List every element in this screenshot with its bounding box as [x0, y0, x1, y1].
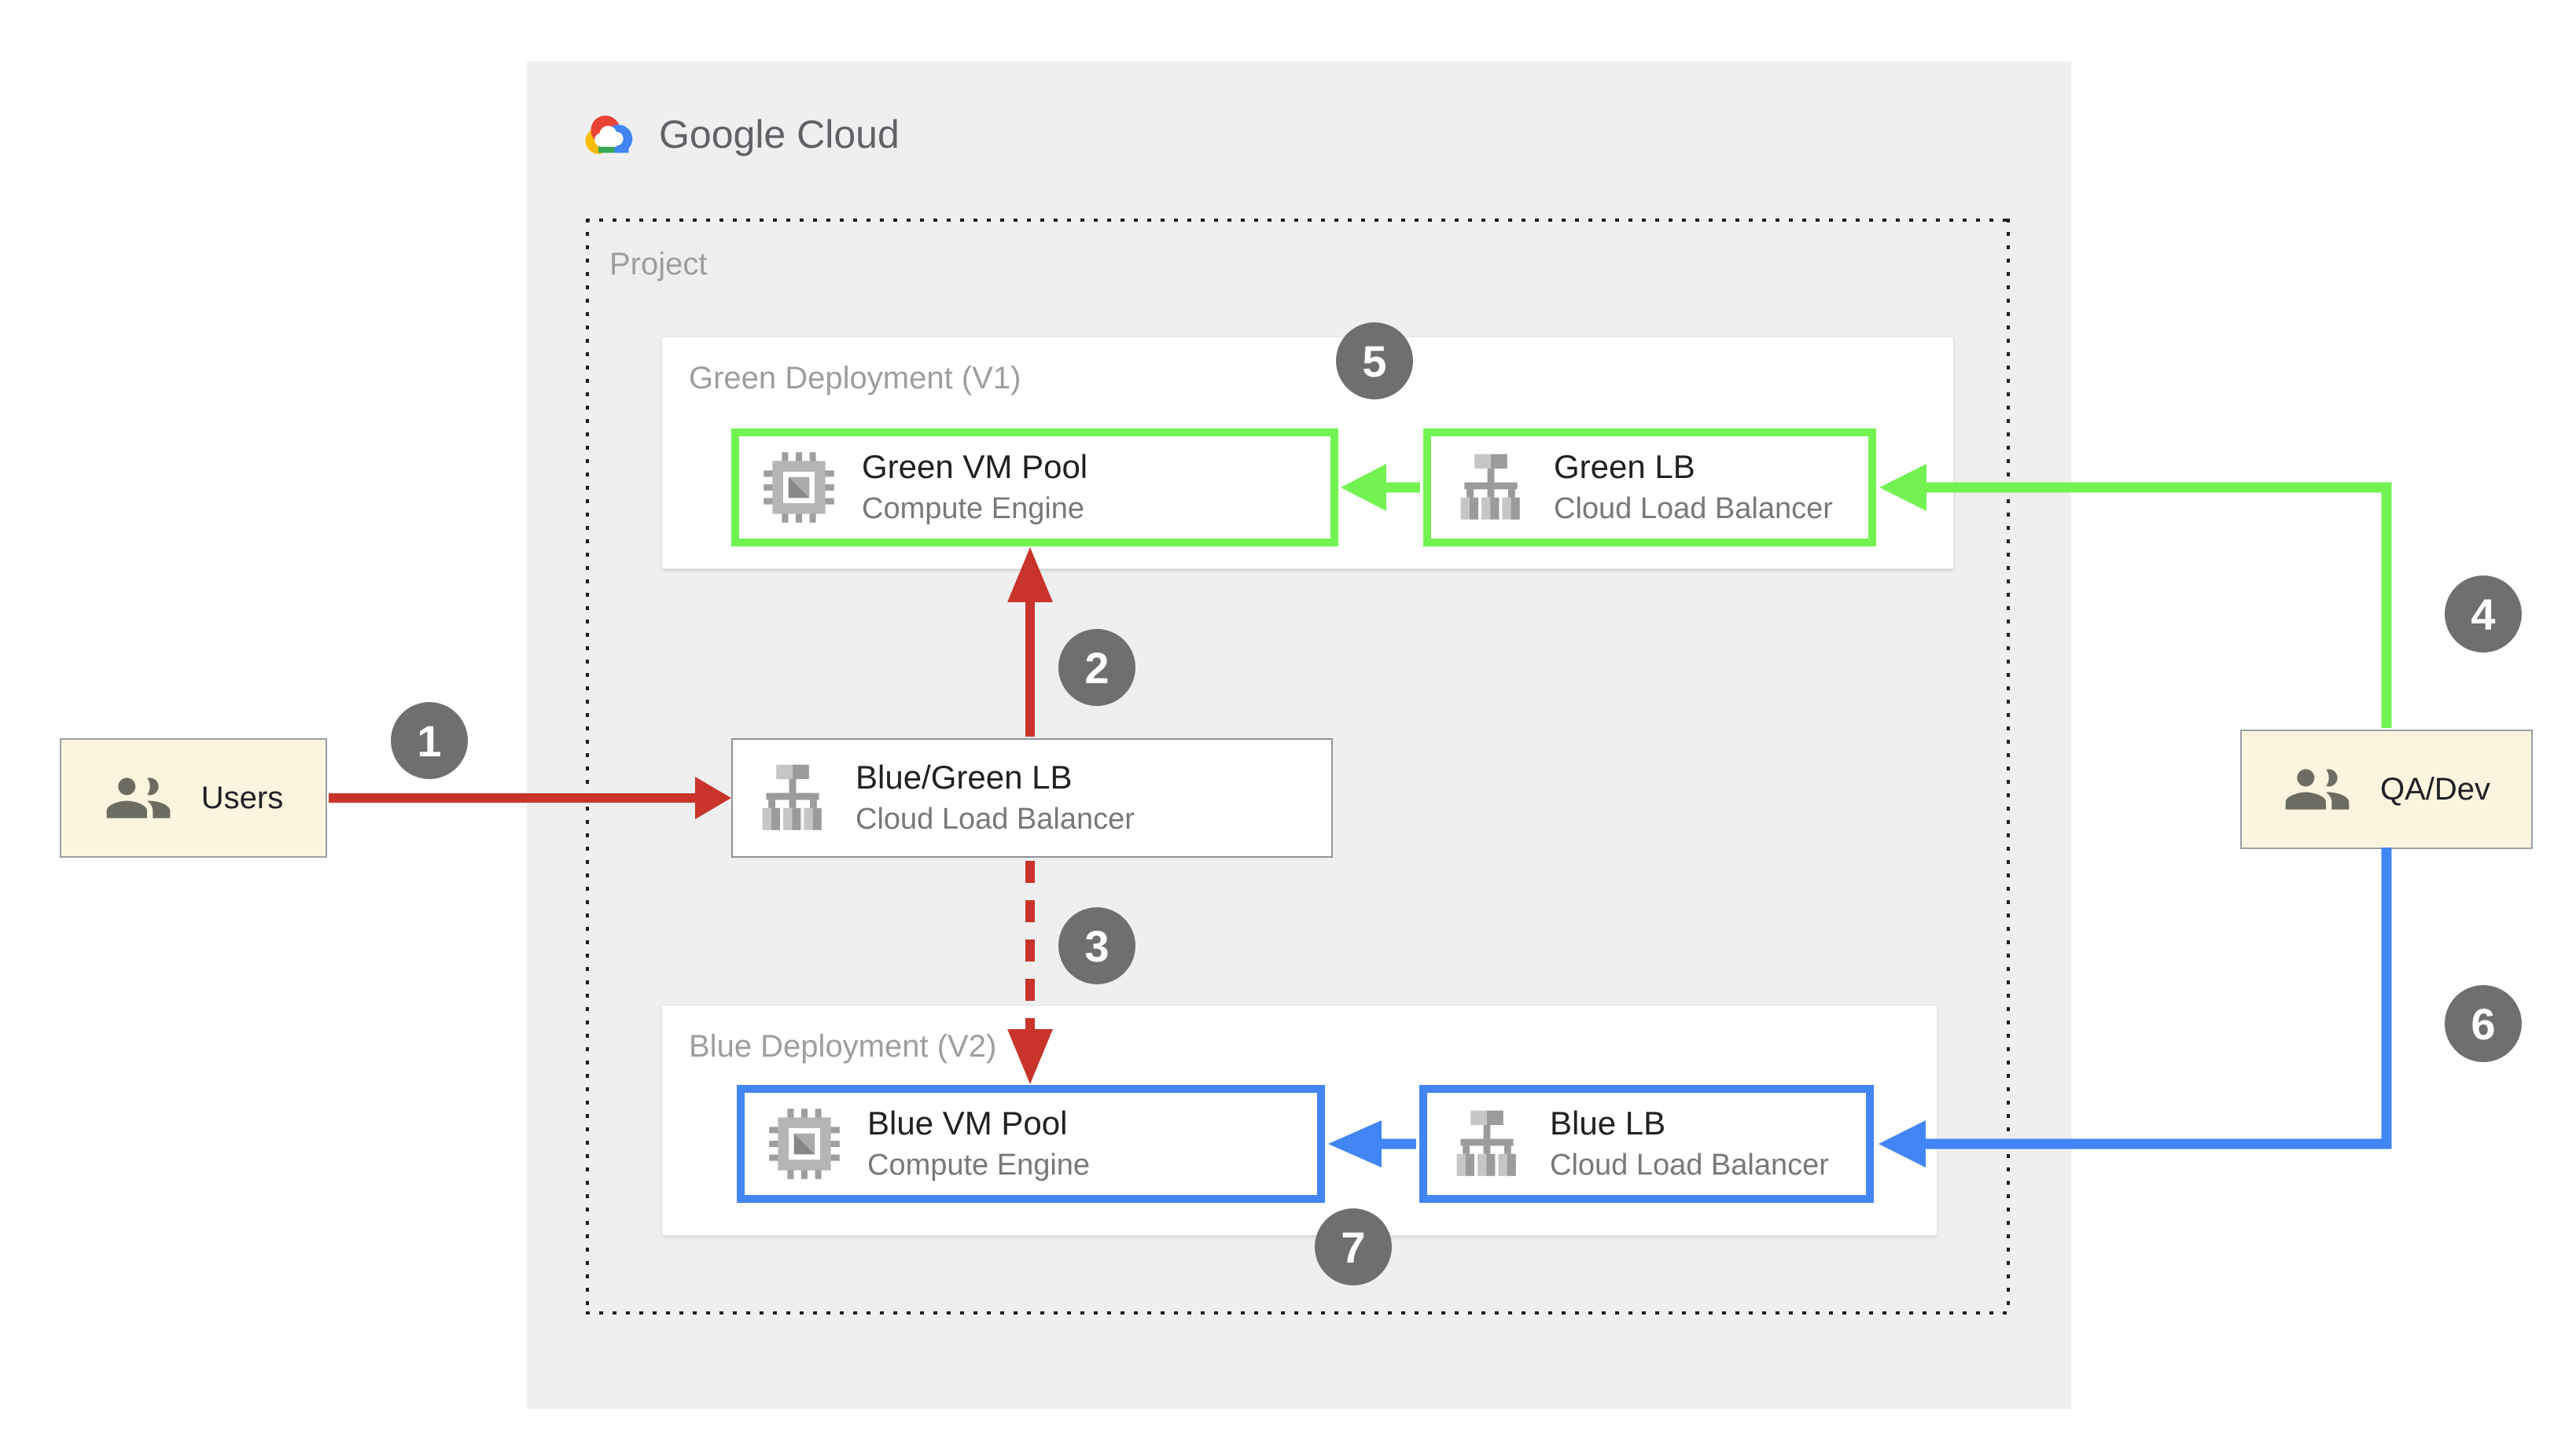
step-badge-1: 1 [391, 702, 468, 779]
node-subtitle: Cloud Load Balancer [1550, 1149, 1829, 1182]
step-badge-4: 4 [2445, 575, 2522, 653]
project-border-bottom [586, 1311, 2010, 1314]
compute-engine-icon [769, 1109, 840, 1179]
users-icon [2285, 769, 2350, 810]
users-label: Users [201, 780, 284, 815]
project-border-right [2007, 219, 2010, 1314]
node-title: Green LB [1554, 448, 1695, 485]
node-green-vm-pool: Green VM Pool Compute Engine [731, 428, 1338, 546]
google-cloud-logo: Google Cloud [574, 108, 900, 160]
step-badge-5: 5 [1336, 322, 1413, 399]
node-blue-lb: Blue LB Cloud Load Balancer [1419, 1085, 1874, 1203]
load-balancer-icon [762, 764, 822, 830]
project-boundary: Project [586, 219, 2010, 1314]
step-badge-3: 3 [1058, 907, 1135, 984]
qa-dev-label: QA/Dev [2379, 771, 2491, 807]
node-green-lb: Green LB Cloud Load Balancer [1423, 428, 1876, 546]
step-badge-1-number: 1 [417, 715, 442, 766]
qa-dev-box: QA/Dev [2240, 730, 2533, 849]
step-badge-2-number: 2 [1084, 642, 1110, 693]
step-badge-7-number: 7 [1341, 1222, 1366, 1272]
project-border-left [586, 219, 589, 1314]
node-title: Blue LB [1550, 1105, 1666, 1142]
node-blue-vm-pool: Blue VM Pool Compute Engine [737, 1085, 1325, 1203]
step-badge-3-number: 3 [1084, 921, 1110, 971]
node-title: Blue/Green LB [856, 759, 1073, 796]
step-badge-6: 6 [2445, 985, 2522, 1062]
node-subtitle: Cloud Load Balancer [856, 803, 1135, 836]
node-subtitle: Cloud Load Balancer [1554, 492, 1833, 526]
step-badge-7: 7 [1315, 1208, 1392, 1285]
node-subtitle: Compute Engine [867, 1149, 1091, 1182]
green-deployment-label: Green Deployment (V1) [689, 361, 1021, 395]
node-title: Green VM Pool [862, 448, 1088, 485]
project-border-top [586, 219, 2010, 222]
step-badge-2: 2 [1058, 629, 1135, 706]
load-balancer-icon [1460, 454, 1520, 520]
blue-deployment-label: Blue Deployment (V2) [689, 1029, 997, 1064]
load-balancer-icon [1456, 1110, 1516, 1176]
google-cloud-logo-icon [585, 115, 633, 154]
project-label: Project [609, 247, 708, 281]
google-cloud-logo-text: Google Cloud [659, 112, 900, 156]
step-badge-6-number: 6 [2471, 998, 2496, 1049]
node-subtitle: Compute Engine [862, 492, 1085, 526]
step-badge-4-number: 4 [2471, 589, 2496, 639]
compute-engine-icon [764, 452, 834, 523]
node-title: Blue VM Pool [867, 1105, 1068, 1142]
step-badge-5-number: 5 [1362, 336, 1387, 386]
users-box: Users [60, 738, 327, 858]
node-blue-green-lb: Blue/Green LB Cloud Load Balancer [731, 738, 1333, 858]
users-icon [106, 778, 171, 818]
